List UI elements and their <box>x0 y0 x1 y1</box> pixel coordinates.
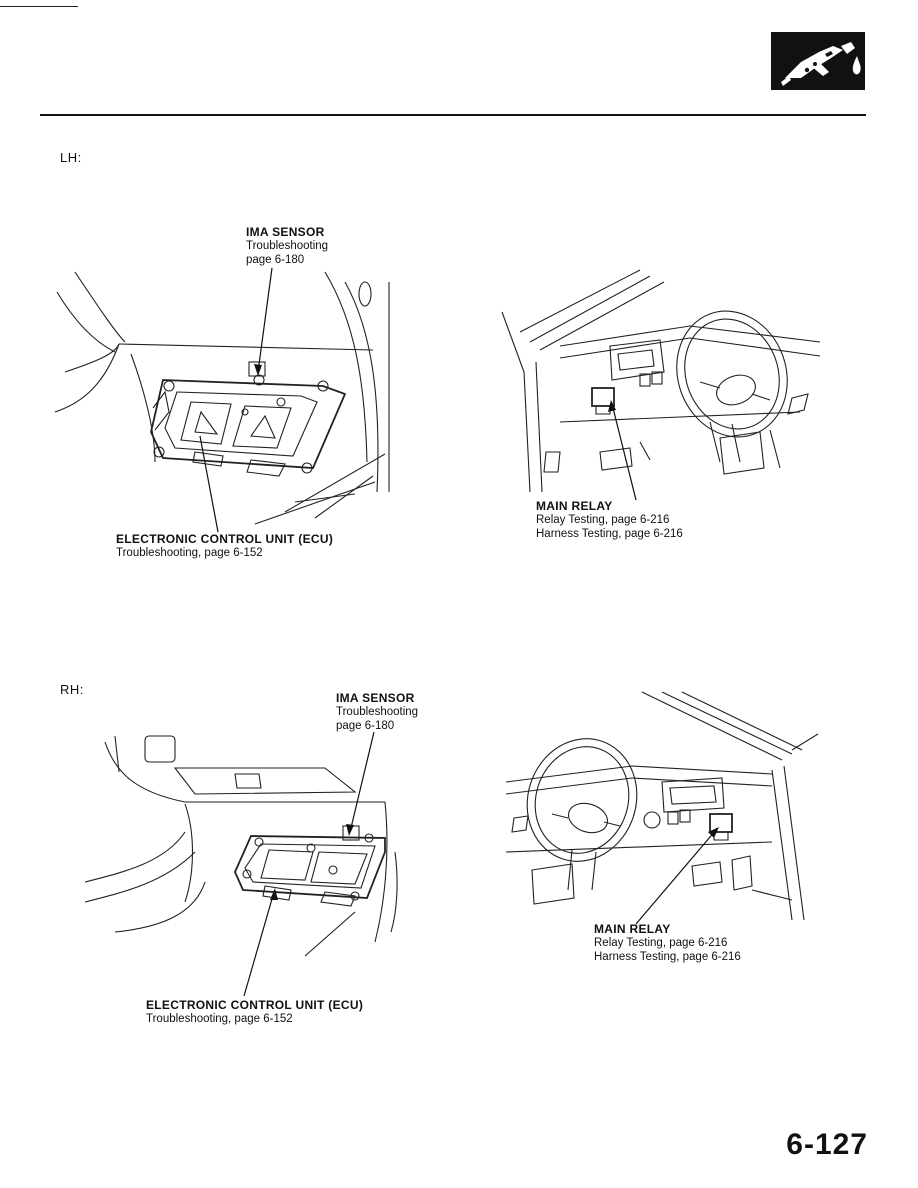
lh-ima-sensor-callout: IMA SENSOR Troubleshooting page 6-180 <box>246 225 328 267</box>
rh-ima-sensor-title: IMA SENSOR <box>336 691 415 705</box>
rh-ecu-illustration <box>84 735 398 957</box>
lh-ima-sensor-title: IMA SENSOR <box>246 225 325 239</box>
rh-ima-sensor-line2: page 6-180 <box>336 720 395 732</box>
rh-ima-sensor-line1: Troubleshooting <box>336 706 419 718</box>
lh-main-relay-title: MAIN RELAY <box>536 499 613 513</box>
lh-ecu-illustration <box>54 271 390 525</box>
header-rule <box>40 114 866 116</box>
rh-ecu-title: ELECTRONIC CONTROL UNIT (ECU) <box>146 998 364 1012</box>
rh-ecu-line1: Troubleshooting, page 6-152 <box>146 1013 293 1025</box>
rh-main-relay-line2: Harness Testing, page 6-216 <box>594 951 741 963</box>
rh-main-relay-line1: Relay Testing, page 6-216 <box>594 937 728 949</box>
lh-ima-sensor-line1: Troubleshooting <box>246 240 329 252</box>
lh-ima-sensor-line2: page 6-180 <box>246 254 305 266</box>
lh-main-relay-callout: MAIN RELAY Relay Testing, page 6-216 Har… <box>536 499 683 541</box>
top-edge-rule <box>0 6 78 7</box>
lh-dashboard-illustration <box>501 269 821 493</box>
lh-ecu-title: ELECTRONIC CONTROL UNIT (ECU) <box>116 532 334 546</box>
rh-dashboard-illustration <box>505 691 819 921</box>
rh-section-label: RH: <box>60 682 84 697</box>
rh-main-relay-title: MAIN RELAY <box>594 922 671 936</box>
lh-section-label: LH: <box>60 150 82 165</box>
rh-ecu-callout: ELECTRONIC CONTROL UNIT (ECU) Troublesho… <box>146 998 363 1026</box>
lh-ecu-callout: ELECTRONIC CONTROL UNIT (ECU) Troublesho… <box>116 532 333 560</box>
lh-main-relay-line2: Harness Testing, page 6-216 <box>536 528 683 540</box>
rh-main-relay-callout: MAIN RELAY Relay Testing, page 6-216 Har… <box>594 922 741 964</box>
fuel-nozzle-icon <box>771 32 865 90</box>
lh-main-relay-line1: Relay Testing, page 6-216 <box>536 514 670 526</box>
lh-ecu-line1: Troubleshooting, page 6-152 <box>116 547 263 559</box>
rh-ima-sensor-callout: IMA SENSOR Troubleshooting page 6-180 <box>336 691 418 733</box>
page-number: 6-127 <box>786 1128 868 1161</box>
